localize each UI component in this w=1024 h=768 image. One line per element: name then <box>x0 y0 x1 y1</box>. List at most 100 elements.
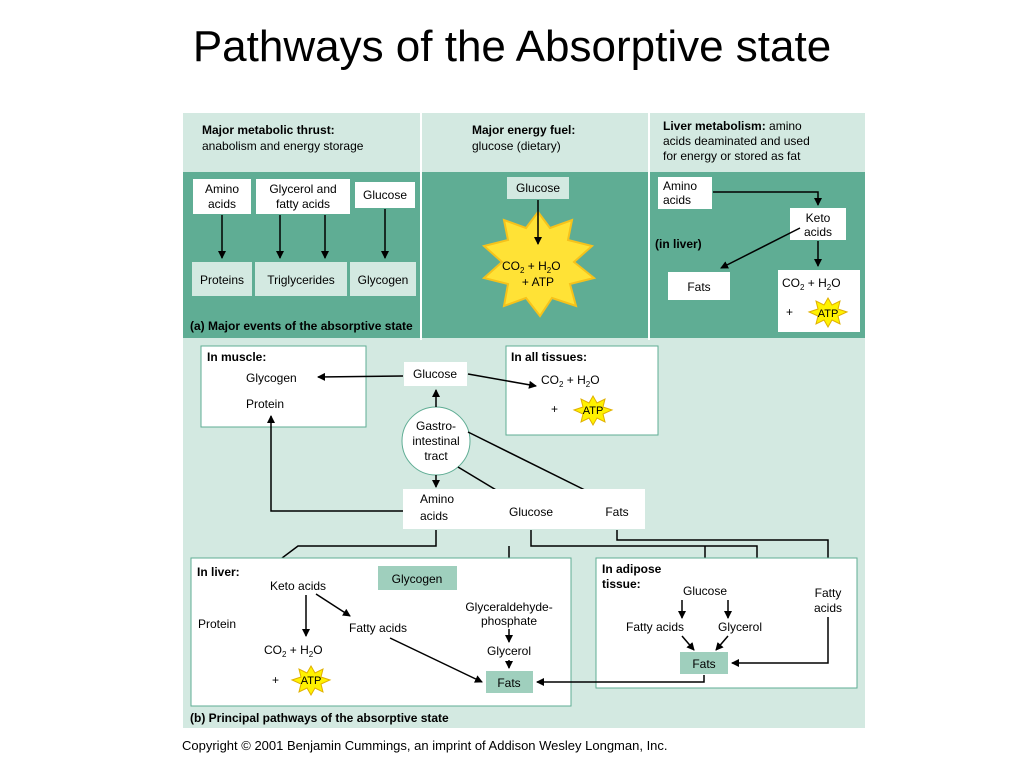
label-keto-liver-1: Keto <box>806 211 831 225</box>
h2o-liver-b-text: + H <box>286 643 308 657</box>
label-glucose-mid: Glucose <box>509 505 553 519</box>
h2o-text: + H <box>524 259 546 273</box>
o-suffix: O <box>551 259 560 273</box>
h2o-liver-text: + H <box>804 276 826 290</box>
co2-text: CO <box>502 259 520 273</box>
label-plus-liver: + <box>786 305 793 319</box>
header-liver-title: Liver metabolism: <box>663 119 766 133</box>
box-glucose-a <box>355 182 415 208</box>
header-liver-text1: amino <box>766 119 802 133</box>
label-fatty-acids-adipose: Fatty acids <box>626 620 684 634</box>
label-glycerol-a-2: fatty acids <box>276 197 330 211</box>
box-fats-liver-a <box>668 272 730 300</box>
arrow-adipose-to-liver-fats <box>536 675 705 686</box>
label-atp-liver-b: ATP <box>301 675 322 687</box>
label-amino-mid-1: Amino <box>420 492 454 506</box>
co2-liver-subscript: 2 <box>800 283 805 292</box>
label-g3p-2: phosphate <box>481 614 537 628</box>
label-fatty-acids-liver: Fatty acids <box>349 621 407 635</box>
label-keto-liver-2: acids <box>804 225 832 239</box>
arrow-fatty-fats-b <box>389 637 483 683</box>
label-amino-mid-2: acids <box>420 509 448 523</box>
label-gi-2: intestinal <box>412 434 459 448</box>
box-in-muscle <box>200 345 367 428</box>
box-keto-liver <box>790 208 846 240</box>
atp-star-tissues <box>572 394 614 427</box>
h2o-tissues-subscript: 2 <box>586 380 591 389</box>
arrow-gi-fats <box>467 431 606 501</box>
box-proteins-a <box>192 262 252 296</box>
label-co2-h2o-tissues: CO2 + H2O <box>541 373 600 389</box>
h2o-liver-b-subscript: 2 <box>309 650 314 659</box>
box-glycogen-liver <box>378 566 457 590</box>
label-in-adipose-2: tissue: <box>602 577 641 591</box>
o-liver-suffix: O <box>831 276 840 290</box>
label-in-liver-b: In liver: <box>197 565 240 579</box>
header-energy-fuel-title: Major energy fuel: <box>472 123 575 137</box>
label-plus-atp-a: + ATP <box>522 275 554 289</box>
box-fats-liver-b <box>486 671 533 693</box>
label-amino-liver-2: acids <box>663 193 691 207</box>
label-glucose-fuel: Glucose <box>516 181 560 195</box>
label-glycogen-a: Glycogen <box>358 273 409 287</box>
label-gi-3: tract <box>424 449 448 463</box>
label-in-muscle: In muscle: <box>207 350 266 364</box>
co2-liver-b-subscript: 2 <box>282 650 287 659</box>
label-fats-liver-a: Fats <box>687 280 710 294</box>
label-in-all-tissues: In all tissues: <box>511 350 587 364</box>
co2-tissues-text: CO <box>541 373 559 387</box>
caption-panel-b: (b) Principal pathways of the absorptive… <box>190 711 449 725</box>
box-fats-adipose <box>680 652 728 674</box>
label-protein-muscle: Protein <box>246 397 284 411</box>
arrow-glycerol-fats-adipose <box>715 635 729 651</box>
label-glucose-a: Glucose <box>363 188 407 202</box>
label-fatty-right-2: acids <box>814 601 842 615</box>
sun-burst <box>481 210 597 318</box>
label-fats-mid: Fats <box>605 505 628 519</box>
h2o-subscript: 2 <box>547 266 552 275</box>
label-protein-liver: Protein <box>198 617 236 631</box>
co2-liver-text: CO <box>782 276 800 290</box>
label-g3p-1: Glyceraldehyde- <box>465 600 552 614</box>
label-amino-a-2: acids <box>208 197 236 211</box>
label-fats-adipose: Fats <box>692 657 715 671</box>
copyright-text: Copyright © 2001 Benjamin Cummings, an i… <box>182 738 668 753</box>
arrow-glucose-tissues <box>467 373 537 389</box>
label-amino-a-1: Amino <box>205 182 239 196</box>
header-metabolic-thrust-title: Major metabolic thrust: <box>202 123 335 137</box>
co2-tissues-subscript: 2 <box>559 380 564 389</box>
label-glycerol-adipose: Glycerol <box>718 620 762 634</box>
arrow-glucose-glycogen-muscle <box>317 372 404 381</box>
label-atp-tissues: ATP <box>583 405 604 417</box>
arrow-fatty-right-fats <box>731 617 829 667</box>
label-glycogen-muscle: Glycogen <box>246 371 297 385</box>
label-glycerol-liver: Glycerol <box>487 644 531 658</box>
label-co2-h2o-liver: CO2 + H2O <box>782 276 841 292</box>
box-glucose-top <box>404 362 467 386</box>
label-amino-liver-1: Amino <box>663 179 697 193</box>
arrow-keto-fats <box>720 227 801 269</box>
label-fats-liver-b: Fats <box>497 676 520 690</box>
co2-subscript: 2 <box>520 266 525 275</box>
label-fatty-right-1: Fatty <box>815 586 842 600</box>
box-glycerol-fatty-a <box>256 179 350 214</box>
label-glycerol-a-1: Glycerol and <box>269 182 336 196</box>
header-energy-fuel-text: glucose (dietary) <box>472 139 561 153</box>
label-plus-liver-b: + <box>272 673 279 687</box>
caption-panel-a: (a) Major events of the absorptive state <box>190 319 413 333</box>
header-liver-line3: for energy or stored as fat <box>663 149 801 163</box>
slide-title: Pathways of the Absorptive state <box>192 22 832 71</box>
arrow-fatty-fats-adipose <box>681 635 695 651</box>
o-liver-b-suffix: O <box>313 643 322 657</box>
h2o-tissues-text: + H <box>563 373 585 387</box>
label-gi-1: Gastro- <box>416 419 456 433</box>
atp-star-liver <box>807 296 849 329</box>
arrow-keto-fatty-b <box>315 593 351 617</box>
label-plus-tissues: + <box>551 402 558 416</box>
label-glucose-adipose: Glucose <box>683 584 727 598</box>
label-keto-acids-b: Keto acids <box>270 579 326 593</box>
label-co2-h2o-a: CO2 + H2O <box>502 259 561 275</box>
box-absorbed-nutrients <box>403 489 645 529</box>
label-co2-h2o-liver-b: CO2 + H2O <box>264 643 323 659</box>
